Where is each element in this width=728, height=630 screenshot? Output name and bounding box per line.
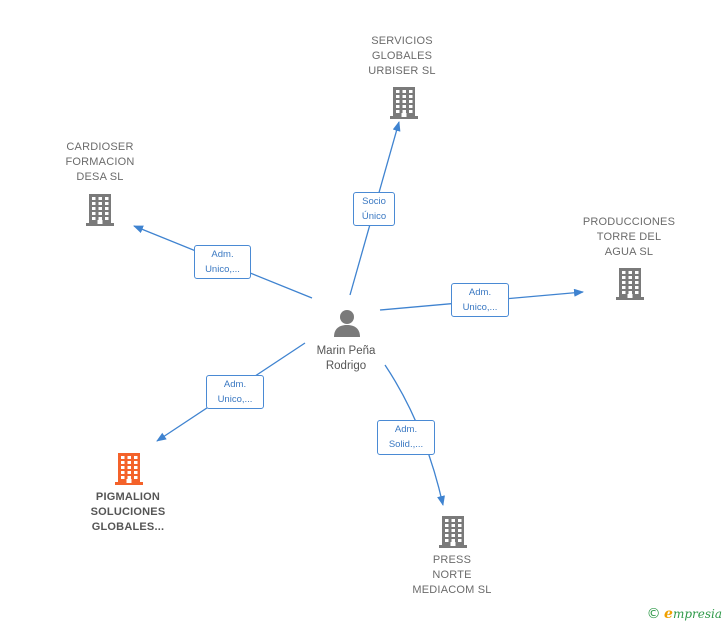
brand-logo-text: mpresia xyxy=(672,607,722,621)
company-label-press[interactable]: PRESS NORTE MEDIACOM SL xyxy=(412,554,492,596)
person-icon[interactable] xyxy=(332,308,362,343)
building-icon[interactable] xyxy=(85,192,115,231)
company-label-pigmalion[interactable]: PIGMALION SOLUCIONES GLOBALES... xyxy=(90,491,166,533)
copyright-icon: © xyxy=(646,606,661,622)
person-name[interactable]: Marin Peña Rodrigo xyxy=(316,345,376,372)
copyright-notice: © empresia xyxy=(647,606,722,622)
relation-label-servicios[interactable]: Socio Único xyxy=(353,192,395,226)
building-icon[interactable] xyxy=(615,266,645,305)
building-icon[interactable] xyxy=(438,514,468,553)
relation-label-producciones[interactable]: Adm. Unico,... xyxy=(451,283,509,317)
building-icon[interactable] xyxy=(389,85,419,124)
relation-label-cardioser[interactable]: Adm. Unico,... xyxy=(194,245,251,279)
brand-logo-initial: e xyxy=(664,606,673,622)
building-icon[interactable] xyxy=(114,451,144,490)
relation-label-press[interactable]: Adm. Solid.,... xyxy=(377,420,435,455)
company-label-producciones[interactable]: PRODUCCIONES TORRE DEL AGUA SL xyxy=(582,216,676,258)
company-label-servicios[interactable]: SERVICIOS GLOBALES URBISER SL xyxy=(368,35,436,77)
company-label-cardioser[interactable]: CARDIOSER FORMACION DESA SL xyxy=(65,141,135,183)
relation-label-pigmalion[interactable]: Adm. Unico,... xyxy=(206,375,264,409)
